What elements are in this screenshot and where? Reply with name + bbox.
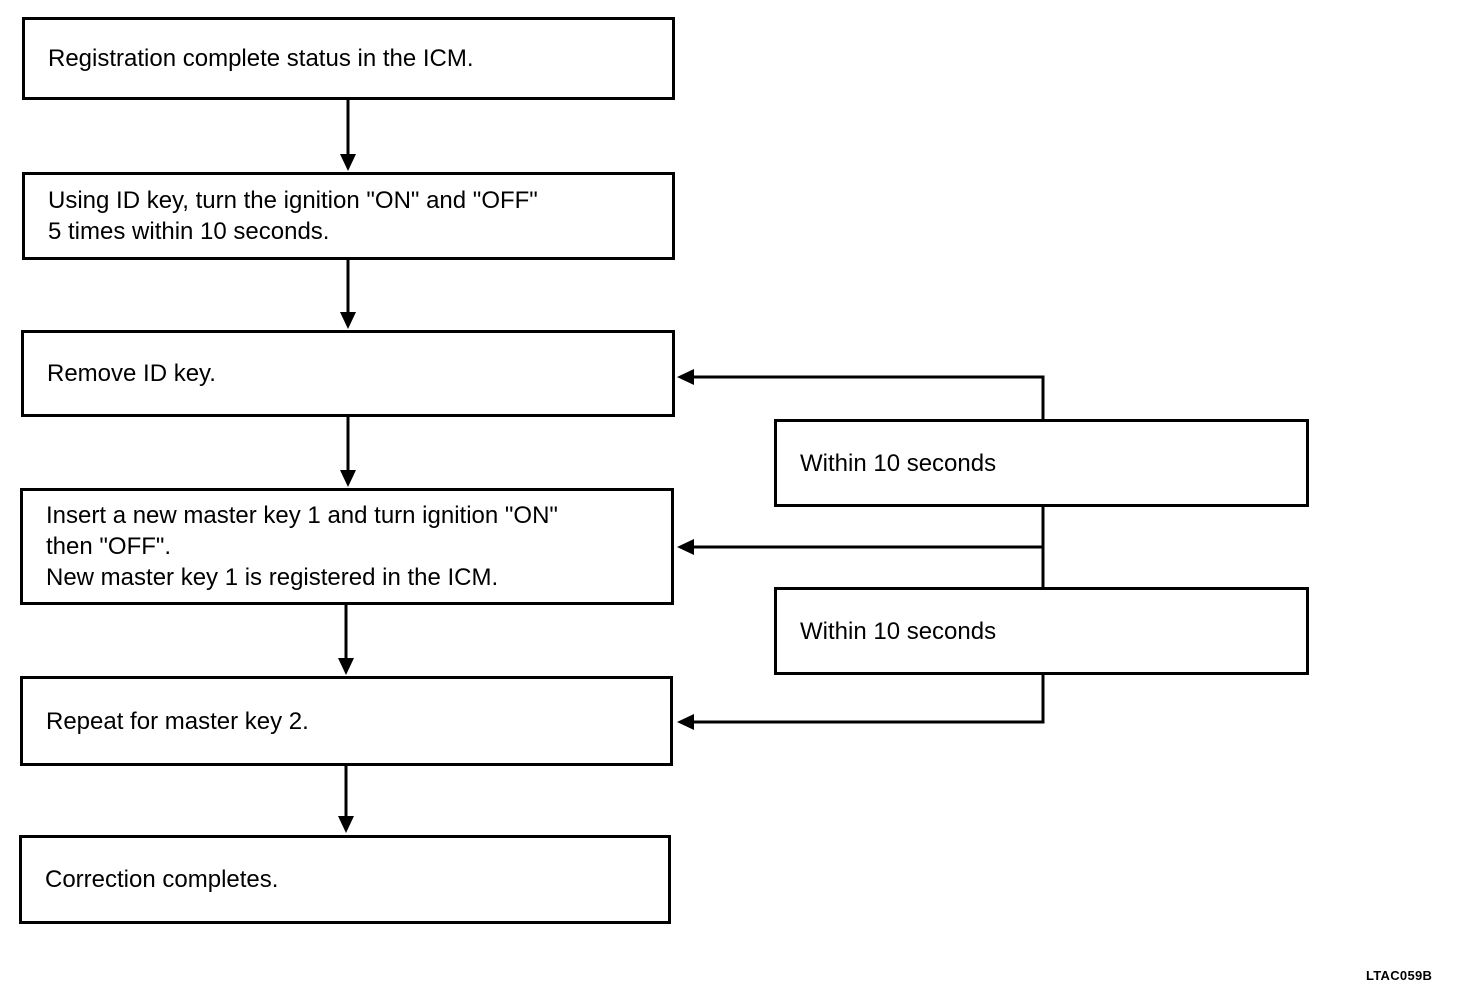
- step-text: Using ID key, turn the ignition "ON" and…: [48, 187, 538, 214]
- arrowhead-down-icon: [338, 658, 354, 675]
- arrowhead-left-icon: [677, 714, 694, 730]
- arrowhead-left-icon: [677, 369, 694, 385]
- step-text: Repeat for master key 2.: [46, 707, 309, 735]
- side-note-within-10-seconds-2: Within 10 seconds: [774, 587, 1309, 675]
- step-text: Remove ID key.: [47, 360, 216, 387]
- arrowhead-down-icon: [340, 312, 356, 329]
- note-text: Within 10 seconds: [800, 449, 997, 477]
- side-note-within-10-seconds-1: Within 10 seconds: [774, 419, 1309, 507]
- arrowhead-down-icon: [340, 154, 356, 171]
- step-remove-id-key: Remove ID key.: [21, 330, 675, 417]
- step-turn-ignition: Using ID key, turn the ignition "ON" and…: [22, 172, 675, 260]
- step-correction-completes: Correction completes.: [19, 835, 671, 924]
- step-text: New master key 1 is registered in the IC…: [46, 564, 499, 591]
- loop-note2-to-repeat: [690, 674, 1045, 724]
- step-text: Insert a new master key 1 and turn ignit…: [46, 502, 558, 529]
- figure-code: LTAC059B: [1366, 968, 1433, 983]
- step-text: 5 times within 10 seconds.: [48, 218, 330, 245]
- note-text: Within 10 seconds: [800, 617, 997, 645]
- loop-note1-to-remove: [690, 375, 1045, 420]
- step-text: Correction completes.: [45, 866, 279, 893]
- step-registration-status: Registration complete status in the ICM.: [22, 17, 675, 100]
- arrowhead-down-icon: [340, 470, 356, 487]
- step-text: then "OFF".: [46, 533, 172, 560]
- arrowhead-down-icon: [338, 816, 354, 833]
- step-repeat-master-key-2: Repeat for master key 2.: [20, 676, 673, 766]
- step-insert-master-key-1: Insert a new master key 1 and turn ignit…: [20, 488, 674, 605]
- arrowhead-left-icon: [677, 539, 694, 555]
- step-text: Registration complete status in the ICM.: [48, 45, 474, 72]
